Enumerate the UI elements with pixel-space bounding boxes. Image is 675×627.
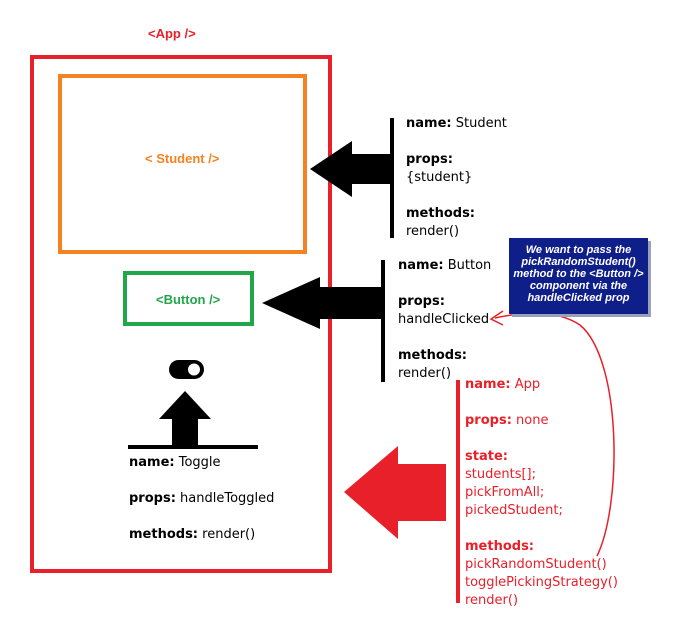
callout-line: method to the <Button />: [513, 268, 644, 280]
student-methods-value: render(): [406, 224, 460, 239]
app-name-value: App: [514, 377, 541, 392]
toggle-switch-icon: [169, 360, 204, 379]
app-arrow: [344, 446, 446, 539]
app-state-value: pickFromAll;: [465, 485, 545, 500]
app-props-value: none: [516, 413, 549, 428]
callout-line: handleClicked prop: [527, 292, 630, 304]
student-name-value: Student: [455, 116, 507, 131]
toggle-methods-key: methods:: [129, 527, 199, 542]
toggle-methods-value: render(): [202, 527, 256, 542]
button-name-key: name:: [398, 258, 444, 273]
button-props-value: handleClicked: [398, 312, 490, 327]
student-props-value: {student}: [406, 170, 473, 185]
app-name-key: name:: [465, 377, 511, 392]
student-arrow: [310, 141, 392, 197]
button-tag-label: <Button />: [156, 292, 221, 307]
toggle-name-value: Toggle: [178, 455, 221, 470]
toggle-name-key: name:: [129, 455, 175, 470]
callout-line: We want to pass the: [525, 244, 632, 256]
toggle-arrow: [159, 391, 211, 446]
button-methods-value: render(): [398, 366, 452, 381]
app-state-value: pickedStudent;: [465, 503, 563, 518]
app-methods-key: methods:: [465, 539, 535, 554]
student-tag-label: < Student />: [145, 151, 220, 166]
handleclicked-link-arrowhead: [489, 310, 504, 326]
button-arrow: [262, 277, 383, 329]
callout-line: pickRandomStudent(): [521, 256, 636, 268]
button-component-box: [123, 271, 254, 326]
student-methods-key: methods:: [406, 206, 476, 221]
button-props-key: props:: [398, 294, 445, 309]
app-state-key: state:: [465, 449, 508, 464]
student-component-box: [58, 74, 307, 254]
callout-note: We want to pass the pickRandomStudent() …: [509, 238, 648, 314]
student-name-key: name:: [406, 116, 452, 131]
app-method-value: render(): [465, 593, 519, 608]
callout-line: component via the: [529, 280, 628, 292]
app-props-key: props:: [465, 413, 512, 428]
app-tag-label: <App />: [148, 26, 196, 41]
toggle-props-key: props:: [129, 491, 176, 506]
toggle-props-value: handleToggled: [180, 491, 275, 506]
app-method-value: pickRandomStudent(): [465, 557, 607, 572]
button-methods-key: methods:: [398, 348, 468, 363]
app-info-panel: name: App props: none state: students[];…: [465, 376, 618, 610]
button-name-value: Button: [447, 258, 492, 273]
button-info-panel: name: Button props: handleClicked method…: [398, 257, 491, 383]
student-info-panel: name: Student props: {student} methods: …: [406, 115, 507, 241]
student-props-key: props:: [406, 152, 453, 167]
toggle-info-panel: name: Toggle props: handleToggled method…: [129, 454, 274, 544]
app-method-value: togglePickingStrategy(): [465, 575, 618, 590]
app-state-value: students[];: [465, 467, 536, 482]
